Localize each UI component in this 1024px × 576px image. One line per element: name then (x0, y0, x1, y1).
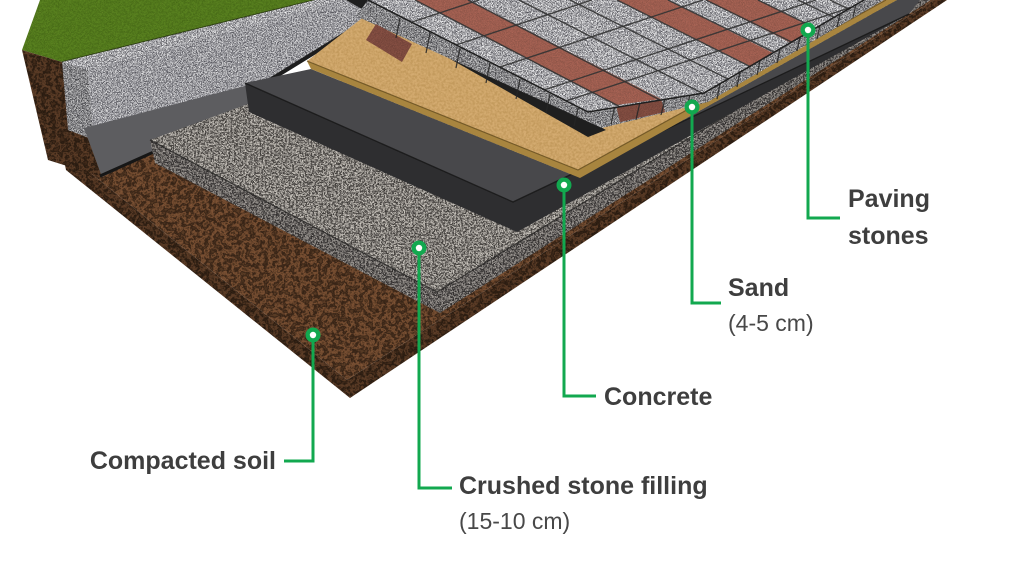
curb-left-face (62, 62, 94, 140)
paving-stones-layer (356, 0, 884, 128)
callout-line-compacted-soil (284, 341, 315, 463)
label-paving-stones: Paving stones (848, 181, 960, 255)
callout-dot-sand (684, 99, 700, 115)
label-concrete-title: Concrete (604, 383, 713, 411)
paver-red-stripe-1 (415, 0, 661, 105)
label-concrete: Concrete (604, 383, 712, 411)
label-compacted-soil-title: Compacted soil (89, 447, 276, 475)
curb-front-face (88, 0, 400, 142)
label-paving-stones-title: Paving stones (848, 185, 930, 250)
label-crushed-stone-title: Crushed stone filling (459, 472, 708, 500)
soil-left-face (22, 50, 102, 177)
callout-dot-concrete (556, 177, 572, 193)
curb-top-face (62, 0, 340, 70)
callout-line-paving-stones (806, 36, 840, 220)
callout-line-sand (690, 113, 721, 305)
concrete-front-edge (244, 13, 910, 203)
label-sand-title: Sand (728, 274, 790, 302)
callout-dot-compacted-soil (305, 327, 321, 343)
paver-red-stripe-3 (706, 0, 815, 43)
paver-red-face-block-left (366, 24, 412, 62)
callout-dots (305, 22, 816, 343)
label-crushed-stone-filling: Crushed stone filling (15-10 cm) (459, 472, 708, 535)
callout-line-concrete (562, 191, 596, 398)
paver-front-edge (367, 0, 865, 113)
paver-face-joints (395, 4, 857, 127)
callouts (284, 36, 840, 490)
callout-line-crushed-stone (417, 254, 452, 490)
callout-dot-paving-stones (800, 22, 816, 38)
end-cut-cover (901, 0, 1024, 130)
callout-dot-crushed-stone (411, 240, 427, 256)
paver-front-faces (356, 0, 884, 128)
label-compacted-soil: Compacted soil (70, 447, 276, 475)
label-crushed-stone-subtitle: (15-10 cm) (459, 508, 571, 534)
concrete-front-faces (245, 14, 909, 232)
curb-front-tint (88, 0, 400, 142)
footing-face (84, 83, 266, 177)
concrete-top-surface (245, 0, 920, 202)
grass-top (22, 0, 315, 62)
paver-red-stripe-2 (617, 0, 773, 66)
label-sand: Sand (4-5 cm) (728, 274, 814, 337)
label-sand-subtitle: (4-5 cm) (728, 310, 814, 336)
concrete-layer (244, 0, 920, 232)
paver-joints-length (411, 0, 853, 102)
